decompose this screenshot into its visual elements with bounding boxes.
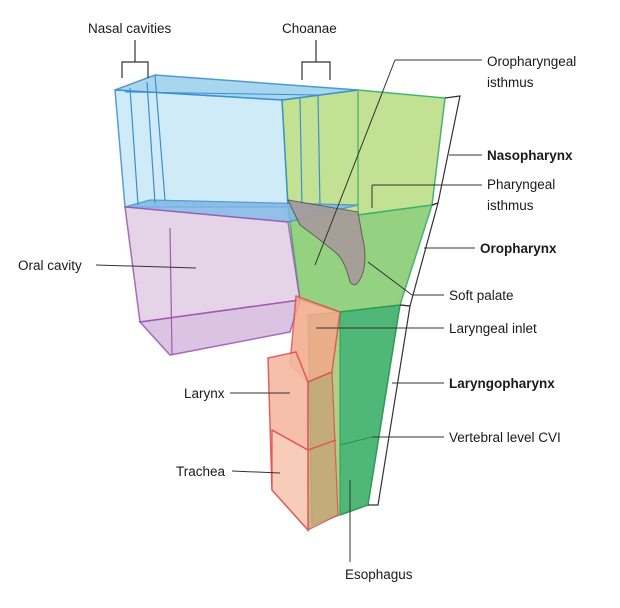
- larynx-trachea-region: [267, 294, 341, 532]
- trachea-leader: [231, 470, 281, 474]
- soft-palate-shape: [287, 199, 366, 286]
- label-pharyngeal-isthmus-line1: Pharyngeal: [487, 177, 555, 192]
- label-vertebral-level: Vertebral level CVI: [449, 430, 561, 445]
- label-soft-palate: Soft palate: [449, 288, 514, 303]
- label-laryngopharynx: Laryngopharynx: [449, 376, 555, 391]
- label-larynx: Larynx: [184, 386, 225, 401]
- nasopharynx-shape: [281, 89, 446, 216]
- leader-lines: [95, 59, 482, 562]
- label-oropharyngeal-isthmus-line2: isthmus: [487, 75, 534, 90]
- label-trachea: Trachea: [176, 464, 226, 479]
- choanae-bracket: [301, 61, 331, 80]
- nasal-front: [114, 89, 289, 208]
- labels: Nasal cavities Choanae Oropharyngeal ist…: [18, 21, 576, 582]
- label-oropharyngeal-isthmus-line1: Oropharyngeal: [487, 54, 576, 69]
- laryngopharynx-bracket: [368, 304, 411, 506]
- label-pharyngeal-isthmus-line2: isthmus: [487, 198, 534, 213]
- oral-bottom: [138, 299, 302, 356]
- label-oropharynx: Oropharynx: [480, 241, 557, 256]
- nasal-cavities-bracket: [121, 61, 149, 78]
- oral-cavity-region: [124, 206, 302, 356]
- oral-cavity-leader: [95, 264, 197, 269]
- label-esophagus: Esophagus: [345, 567, 413, 582]
- label-nasopharynx: Nasopharynx: [487, 148, 573, 163]
- label-nasal-cavities: Nasal cavities: [88, 21, 172, 36]
- label-oral-cavity: Oral cavity: [18, 258, 82, 273]
- brackets: [121, 40, 461, 506]
- larynx-side: [307, 371, 339, 532]
- label-choanae: Choanae: [282, 21, 337, 36]
- laryngopharynx-shape: [339, 304, 401, 517]
- vertebral-level-line: [339, 436, 373, 446]
- label-laryngeal-inlet: Laryngeal inlet: [449, 321, 537, 336]
